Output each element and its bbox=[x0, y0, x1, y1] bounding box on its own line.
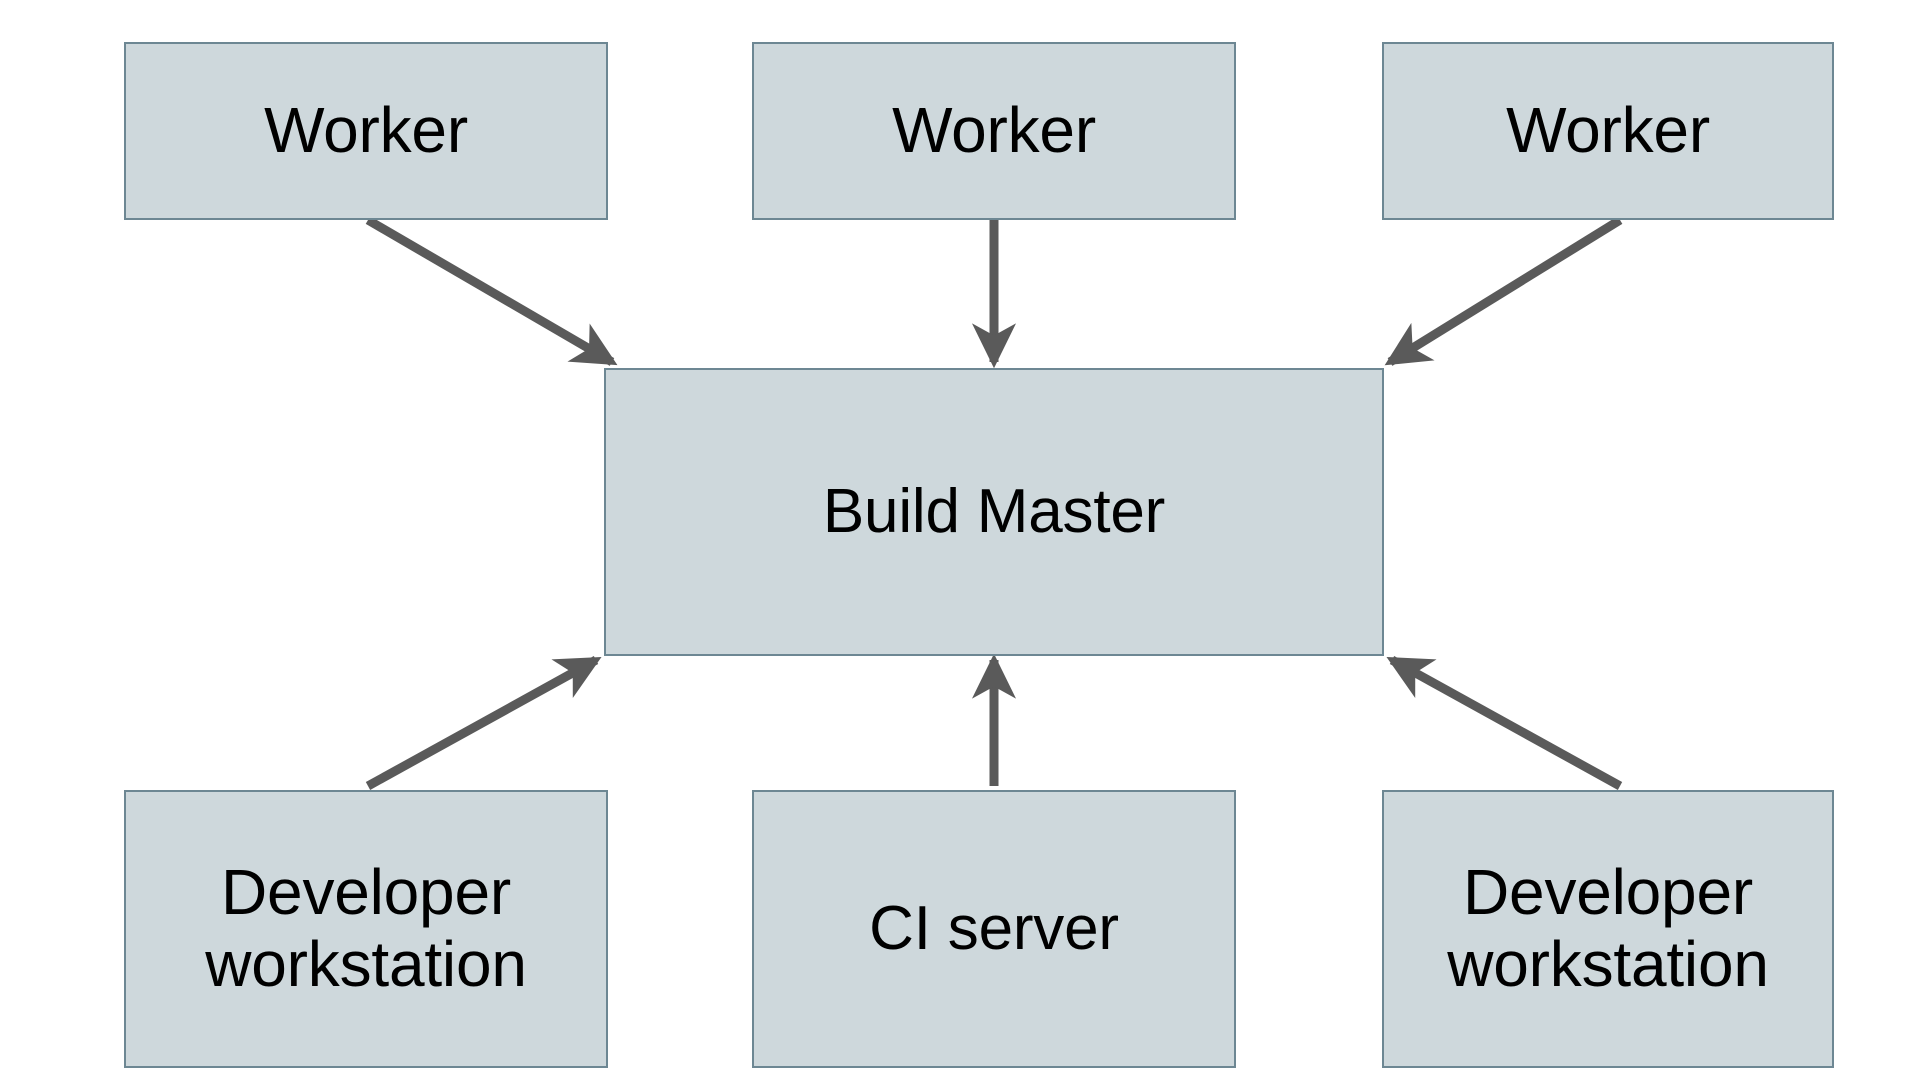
node-developer-workstation-right[interactable]: Developer workstation bbox=[1382, 790, 1834, 1068]
node-build-master[interactable]: Build Master bbox=[604, 368, 1384, 656]
node-worker-center[interactable]: Worker bbox=[752, 42, 1236, 220]
node-worker-right[interactable]: Worker bbox=[1382, 42, 1834, 220]
node-worker-left[interactable]: Worker bbox=[124, 42, 608, 220]
node-label-build-master: Build Master bbox=[822, 477, 1166, 547]
node-label-ci-server: CI server bbox=[869, 894, 1119, 964]
node-label-worker-center: Worker bbox=[892, 94, 1096, 167]
node-developer-workstation-left[interactable]: Developer workstation bbox=[124, 790, 608, 1068]
node-label-worker-left: Worker bbox=[264, 94, 468, 167]
edge-dev-right-to-master bbox=[1386, 656, 1623, 790]
node-ci-server[interactable]: CI server bbox=[752, 790, 1236, 1068]
edge-worker-left-to-master bbox=[365, 216, 618, 366]
edge-worker-right-to-master bbox=[1384, 216, 1623, 366]
node-label-worker-right: Worker bbox=[1506, 94, 1710, 167]
edge-dev-left-to-master bbox=[365, 656, 602, 790]
node-label-developer-workstation-left: Developer workstation bbox=[205, 856, 527, 1000]
node-label-developer-workstation-right: Developer workstation bbox=[1447, 856, 1769, 1000]
